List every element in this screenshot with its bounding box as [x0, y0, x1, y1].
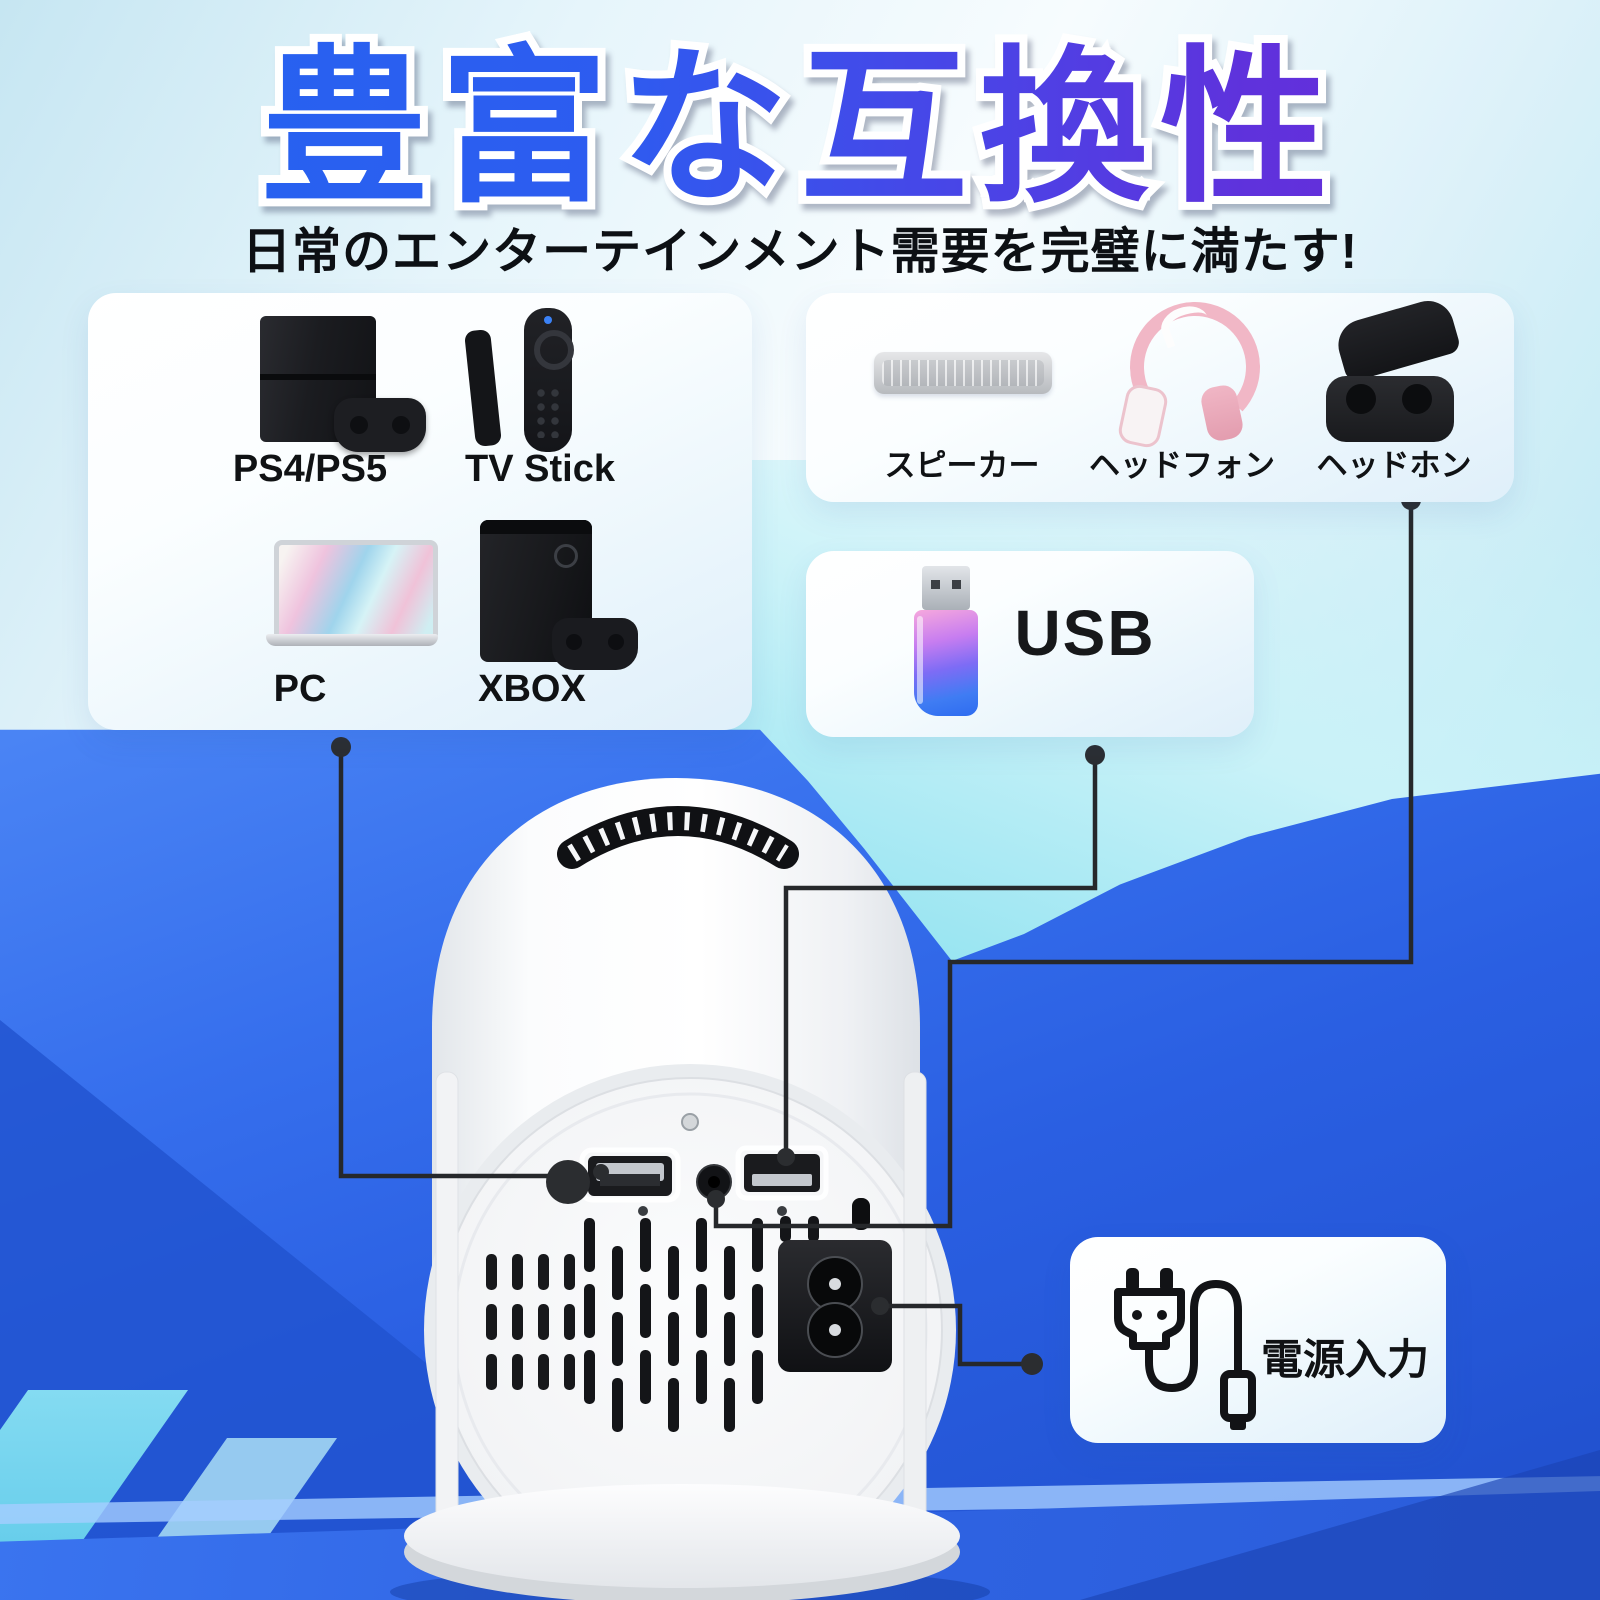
tv-stick-icon: [464, 308, 600, 452]
screw-icon: [638, 1206, 648, 1216]
usb-drive-body: [914, 610, 978, 716]
remote-buttons: [534, 386, 562, 438]
label-xbox: XBOX: [478, 668, 586, 710]
dot-usb-card: [1085, 745, 1105, 765]
dot-sources-card: [331, 737, 351, 757]
kensington-lock-slot: [852, 1198, 870, 1230]
usb-drive-connector: [922, 566, 970, 610]
dot-usb-port: [777, 1148, 795, 1166]
screw-icon: [681, 1113, 699, 1131]
label-pc: PC: [273, 668, 327, 710]
headphones-icon: [1108, 298, 1263, 450]
label-usb: USB: [1014, 597, 1156, 669]
dot-power-socket: [871, 1297, 889, 1315]
label-earbuds: ヘッドホン: [1316, 448, 1472, 483]
usb-card: [806, 551, 1254, 737]
laptop-icon: [266, 540, 438, 650]
vent-slots-left: [486, 1254, 575, 1390]
earbuds-case-base: [1326, 376, 1454, 442]
vent-slots-main: [584, 1216, 819, 1432]
playstation-console-icon: [248, 316, 428, 454]
label-speaker: スピーカー: [884, 448, 1040, 483]
remote-mic-button: [544, 316, 552, 324]
earbuds-case-lid: [1332, 294, 1462, 384]
dot-hdmi-port: [546, 1160, 590, 1204]
ps-controller: [334, 398, 426, 452]
dot-audio-jack: [707, 1190, 725, 1208]
screw-icon: [777, 1206, 787, 1216]
xbox-console-icon: [470, 520, 638, 670]
soundbar-icon: [874, 352, 1052, 394]
power-line: [880, 1303, 1026, 1367]
laptop-base: [266, 634, 438, 646]
top-vent-icon: [557, 806, 799, 869]
label-ps4-ps5: PS4/PS5: [232, 448, 388, 490]
tv-stick-remote: [524, 308, 574, 452]
page-subtitle: 日常のエンターテインメント需要を完璧に満たす!: [242, 225, 1358, 279]
hdmi-line: [338, 747, 552, 1179]
stand-base: [404, 1484, 960, 1588]
usb-drive-icon: [910, 566, 982, 718]
connector-lines: [338, 500, 1414, 1367]
label-power-input: 電源入力: [1260, 1336, 1429, 1383]
earbuds-icon: [1326, 294, 1462, 446]
page-title-outline: 豊富な互換性: [0, 32, 1600, 224]
dot-power-card: [1021, 1353, 1043, 1375]
page-title: 豊富な互換性 豊富な互換性: [0, 32, 1600, 224]
stand-arm-right: [903, 1071, 927, 1555]
source-devices-card: [88, 293, 752, 730]
audio-line: [713, 500, 1414, 1229]
tv-stick-dongle: [464, 328, 502, 448]
label-headphones: ヘッドフォン: [1089, 448, 1275, 483]
label-tv-stick: TV Stick: [465, 448, 615, 490]
usb-line: [783, 755, 1098, 1150]
power-plug-icon: [1114, 1268, 1256, 1430]
connector-dots: [331, 490, 1421, 1375]
laptop-screen: [274, 540, 438, 642]
xbox-controller: [552, 618, 638, 670]
page-title-text: 豊富な互換性: [0, 40, 1600, 216]
stand-arm-left: [435, 1071, 459, 1555]
